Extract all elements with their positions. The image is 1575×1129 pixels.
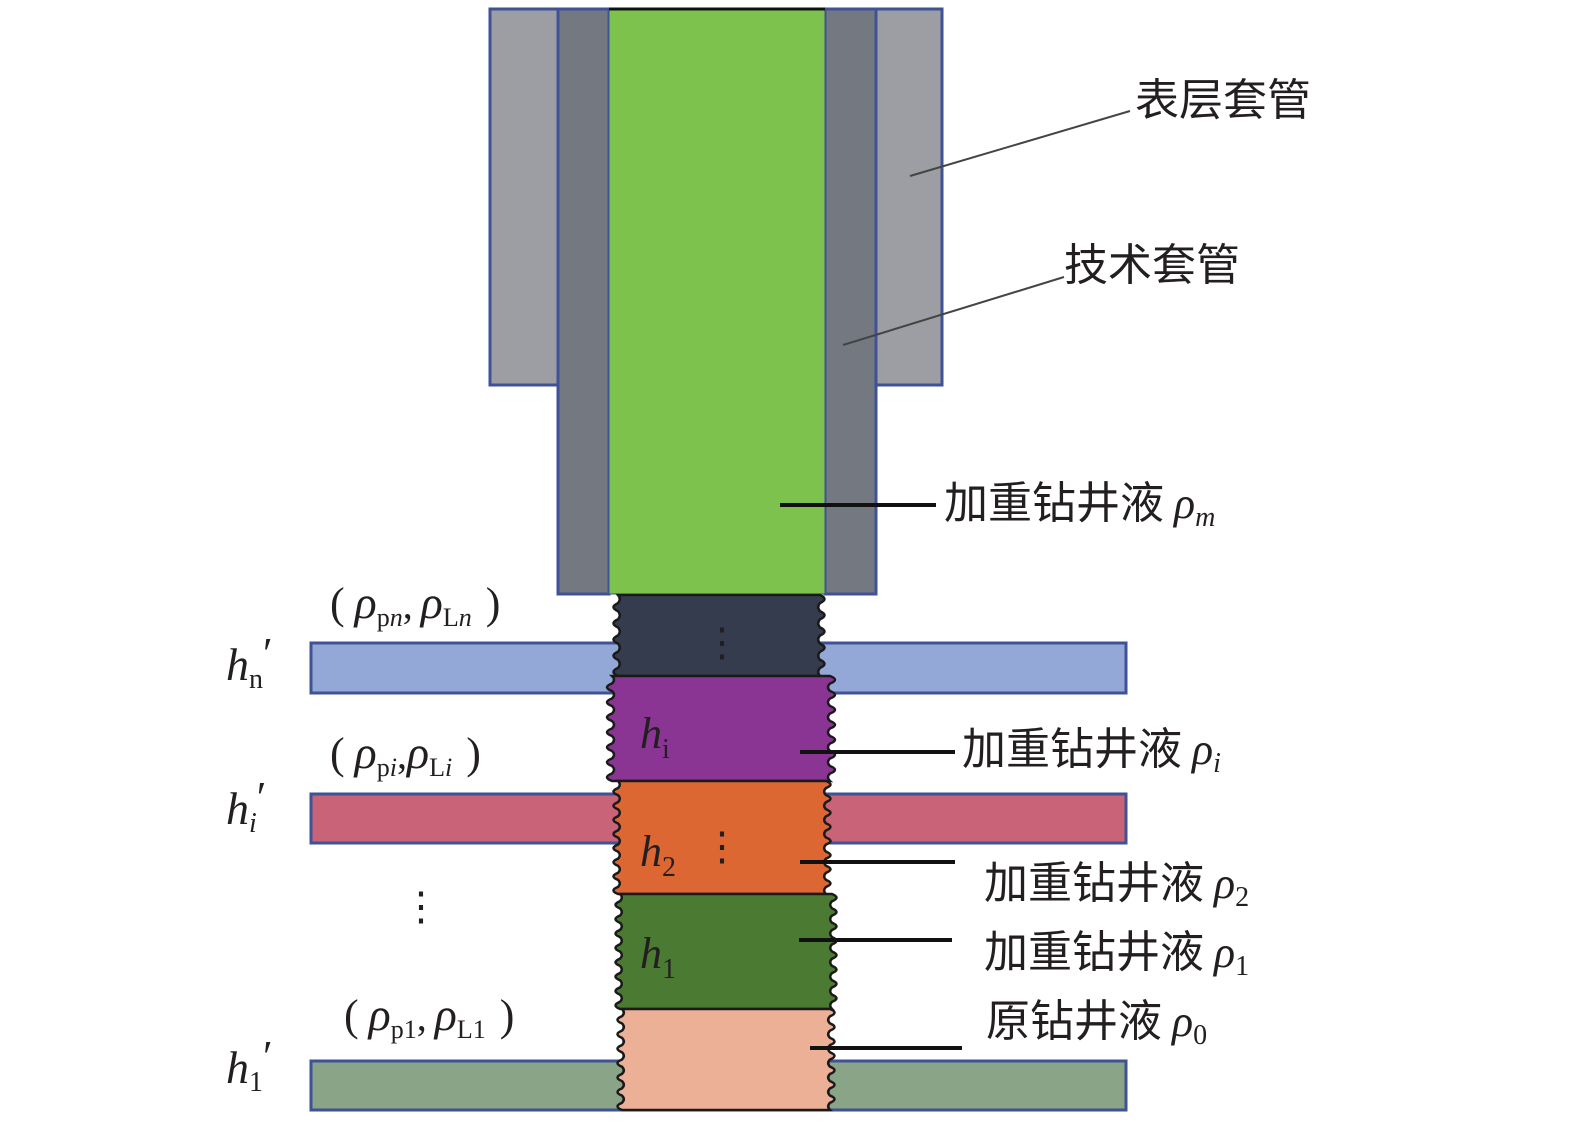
segment-height-label-i: hi	[640, 709, 670, 765]
leader-surface-casing	[909, 110, 1131, 177]
callout-surface-casing: 表层套管	[1135, 75, 1311, 126]
segment-height-label-1: h1	[640, 929, 676, 985]
ellipsis-segment-2: ⋮	[702, 824, 742, 869]
layer-depth-label-n: hn′	[226, 629, 273, 695]
leader-intermediate-casing	[842, 276, 1065, 346]
layer-density-label-1: (ρp1,ρL1)	[344, 989, 514, 1044]
open-hole-segment-i	[605, 674, 837, 783]
ellipsis-segment-n: ⋮	[702, 620, 742, 665]
layer-depth-label-i: hi′	[226, 773, 266, 839]
weighted-mud-column-m	[608, 8, 826, 595]
ellipsis-left-layers: ⋮	[401, 884, 441, 929]
surface-casing-left	[488, 7, 562, 387]
layer-depth-label-1: h1′	[226, 1032, 273, 1098]
callout-intermediate-casing: 技术套管	[1064, 240, 1240, 291]
segment-height-label-2: h2	[640, 827, 676, 883]
open-hole-segment-0	[616, 1007, 836, 1112]
intermediate-casing-right	[823, 7, 878, 596]
intermediate-casing-left	[556, 7, 611, 596]
layer-density-label-n: (ρpn,ρLn)	[330, 577, 500, 632]
surface-casing-right	[871, 7, 944, 387]
layer-density-label-i: (ρpi,ρLi)	[330, 727, 481, 782]
